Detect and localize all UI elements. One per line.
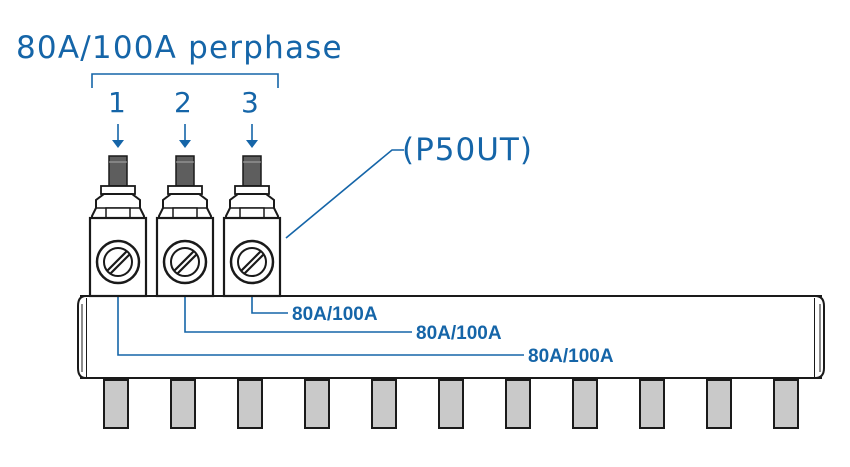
phase-arrow-3-icon — [246, 124, 258, 148]
outlet-pin — [371, 379, 397, 429]
outlet-pin — [438, 379, 464, 429]
busbar-body — [77, 295, 825, 379]
outlet-pin — [237, 379, 263, 429]
terminal-block-1 — [88, 155, 148, 298]
outlet-pin — [304, 379, 330, 429]
phase-arrow-1-icon — [112, 124, 124, 148]
rating-label-phase-2: 80A/100A — [416, 323, 502, 344]
diagram-title: 80A/100A perphase — [16, 30, 343, 66]
rating-label-phase-3: 80A/100A — [292, 304, 378, 325]
phase-bracket — [91, 73, 279, 88]
outlet-pins — [103, 379, 799, 429]
phase-label-1: 1 — [108, 86, 126, 119]
model-label: (P50UT) — [402, 132, 533, 168]
outlet-pin — [572, 379, 598, 429]
outlet-pin — [505, 379, 531, 429]
outlet-pin — [773, 379, 799, 429]
rating-label-phase-1: 80A/100A — [528, 346, 614, 367]
outlet-pin — [170, 379, 196, 429]
terminal-block-3 — [222, 155, 282, 298]
rating-leader-1 — [117, 288, 524, 356]
phase-label-2: 2 — [174, 86, 192, 119]
phase-label-3: 3 — [241, 86, 259, 119]
terminal-block-2 — [155, 155, 215, 298]
model-leader-line — [285, 149, 404, 239]
outlet-pin — [639, 379, 665, 429]
phase-arrow-2-icon — [179, 124, 191, 148]
outlet-pin — [706, 379, 732, 429]
rating-leader-2 — [184, 288, 412, 333]
outlet-pin — [103, 379, 129, 429]
